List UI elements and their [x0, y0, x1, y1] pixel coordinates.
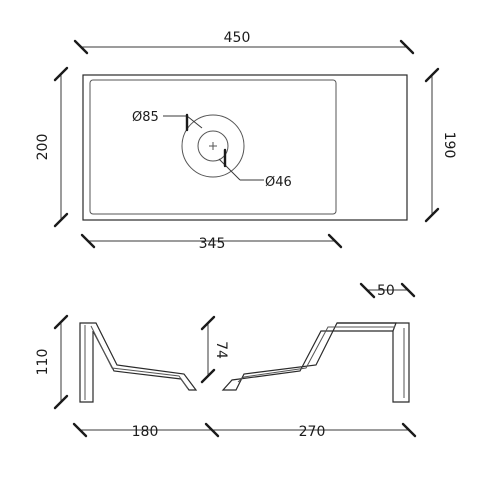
label-hole-outer: Ø85 — [132, 110, 159, 125]
dim-inner-height: 190 — [424, 67, 457, 223]
basin-outline — [82, 74, 408, 221]
profile-right-outer — [221, 322, 397, 391]
profile-right-wall — [337, 322, 410, 403]
label-right-section: 270 — [299, 424, 326, 440]
label-hole-inner: Ø46 — [265, 175, 292, 190]
dim-overall-width: 450 — [73, 30, 415, 55]
dim-bowl-width: 345 — [80, 233, 343, 252]
label-profile-height: 110 — [35, 349, 51, 376]
side-view — [79, 322, 410, 403]
drain-outer-circle — [181, 114, 245, 178]
label-bowl-width: 345 — [199, 236, 226, 252]
label-inner-height: 190 — [441, 132, 457, 159]
label-outer-height: 200 — [35, 134, 51, 161]
dim-profile-height: 110 — [35, 314, 69, 410]
leader-hole-inner: Ø46 — [218, 148, 292, 190]
dim-bowl-depth: 74 — [200, 315, 229, 384]
dim-rim-width: 50 — [359, 282, 416, 299]
top-view — [82, 74, 408, 221]
dim-sections: 180 270 — [72, 422, 417, 440]
label-overall-width: 450 — [224, 30, 251, 46]
label-rim-width: 50 — [377, 283, 395, 299]
leader-hole-outer: Ø85 — [132, 110, 203, 132]
bowl-outline — [89, 79, 337, 215]
profile-left-outer — [79, 322, 198, 403]
dim-outer-height: 200 — [35, 66, 69, 228]
label-bowl-depth: 74 — [213, 341, 229, 359]
drain-inner-circle — [197, 130, 229, 162]
label-left-section: 180 — [132, 424, 159, 440]
